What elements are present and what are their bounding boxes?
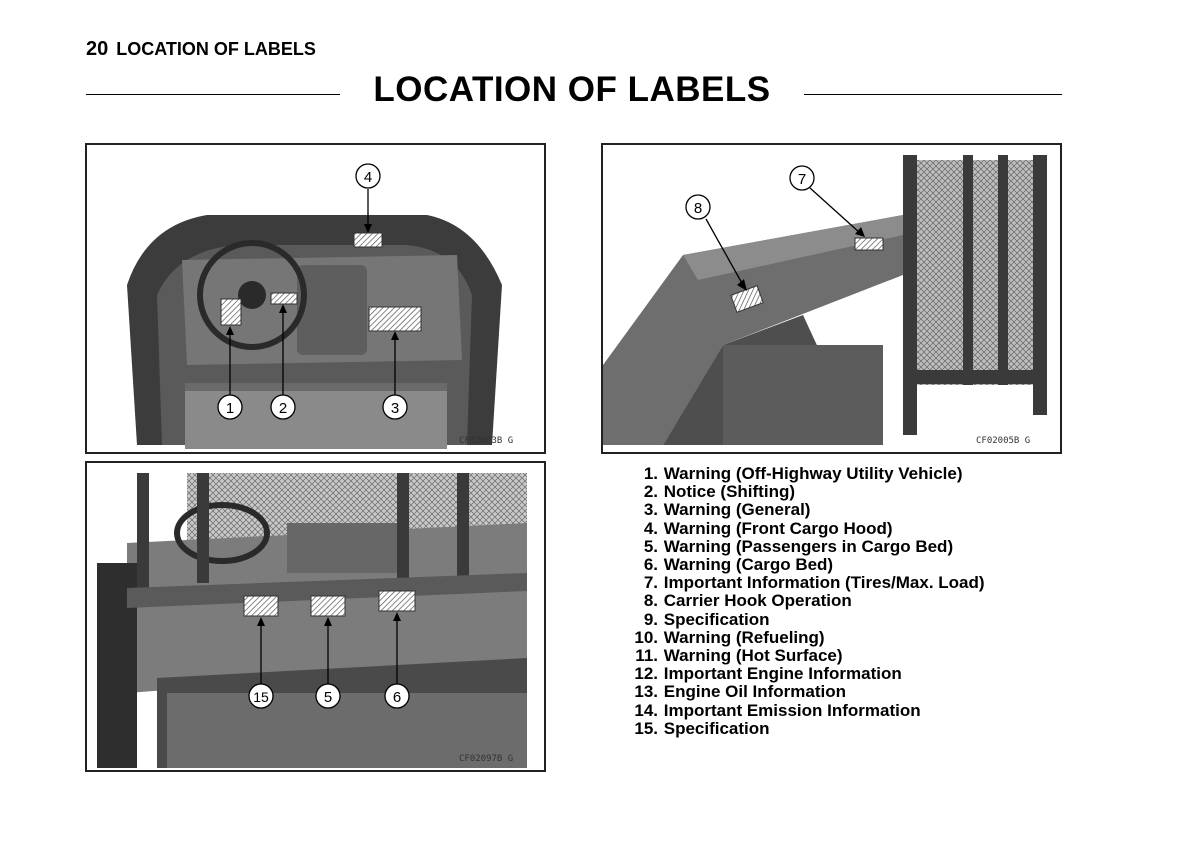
figure-rear-bar: 15 5 6 CF02097B G [85,461,546,772]
page-header: 20 LOCATION OF LABELS [86,38,316,61]
legend-item: 9. Specification [643,609,770,629]
rear-bar-illustration: 15 5 6 [97,473,527,768]
svg-text:15: 15 [253,689,269,705]
svg-text:5: 5 [324,689,332,706]
legend-item: 15. Specification [634,718,770,738]
svg-text:7: 7 [798,171,806,188]
title-row: LOCATION OF LABELS [86,70,1062,116]
callout-5: 5 [315,683,341,709]
callout-3: 3 [382,394,408,420]
svg-text:8: 8 [694,200,702,217]
svg-text:1: 1 [226,400,234,417]
legend-item: 6. Warning (Cargo Bed) [643,555,834,575]
legend-item: 10. Warning (Refueling) [634,627,825,647]
figure-code: CF02097B G [459,754,514,764]
svg-text:3: 3 [391,400,399,417]
callout-1: 1 [217,394,243,420]
legend-item: 13. Engine Oil Information [634,682,847,702]
callout-6: 6 [384,683,410,709]
legend-item: 7. Important Information (Tires/Max. Loa… [643,573,985,593]
legend-item: 3. Warning (General) [643,500,811,520]
legend-item: 1. Warning (Off-Highway Utility Vehicle) [643,464,963,483]
svg-text:6: 6 [393,689,401,706]
figure-cargo-bed: 8 7 CF02005B G [601,143,1062,454]
legend-item: 4. Warning (Front Cargo Hood) [643,518,893,538]
label-legend: 1. Warning (Off-Highway Utility Vehicle)… [628,464,985,738]
callout-7: 7 [789,165,815,191]
figure-dashboard: 1 2 3 4 CF02003B G [85,143,546,454]
title-rule-right [804,94,1062,95]
legend-item: 8. Carrier Hook Operation [643,591,852,611]
callout-8: 8 [685,194,711,220]
title-rule-left [86,94,340,95]
legend-item: 2. Notice (Shifting) [643,482,795,502]
figure-code: CF02003B G [459,436,514,446]
page-number: 20 [86,38,109,60]
legend-item: 11. Warning (Hot Surface) [635,646,843,666]
section-title: LOCATION OF LABELS [116,39,316,59]
figure-code: CF02005B G [976,436,1031,446]
callout-15: 15 [248,683,274,709]
callout-2: 2 [270,394,296,420]
cargo-bed-illustration: 8 7 [603,155,1047,445]
legend-item: 5. Warning (Passengers in Cargo Bed) [643,536,954,556]
legend-item: 12. Important Engine Information [634,664,902,684]
dashboard-illustration: 1 2 3 4 [127,163,502,449]
svg-text:4: 4 [364,169,372,186]
callout-4: 4 [355,163,381,189]
svg-text:2: 2 [279,400,287,417]
page-title: LOCATION OF LABELS [373,70,771,109]
legend-item: 14. Important Emission Information [634,700,921,720]
